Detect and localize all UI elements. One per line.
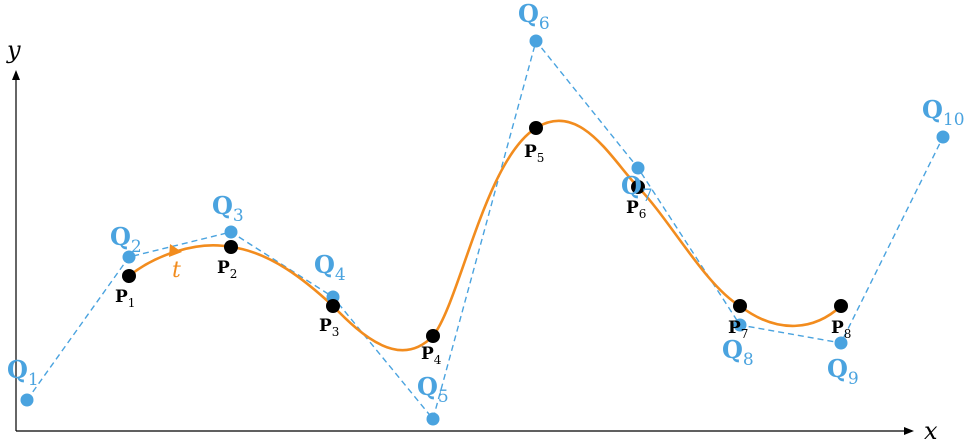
- curve-point-marker: [733, 299, 747, 313]
- curve-point-marker: [631, 180, 645, 194]
- control-point-marker: [426, 412, 440, 426]
- control-point-marker: [20, 393, 34, 407]
- control-point-label: Q10: [922, 95, 965, 130]
- control-point-label: Q6: [518, 0, 550, 34]
- curve-point-label: P4: [421, 344, 442, 367]
- curve-point-markers: [122, 121, 848, 343]
- control-point-marker: [122, 250, 136, 264]
- curve-point-marker: [224, 240, 238, 254]
- curve-point-marker: [122, 269, 136, 283]
- y-axis-label: y: [6, 36, 21, 64]
- curve-point-label: P3: [319, 316, 339, 339]
- control-point-marker: [224, 225, 238, 239]
- control-point-marker: [529, 34, 543, 48]
- control-point-label: Q9: [827, 354, 859, 389]
- parameter-label: t: [172, 258, 181, 283]
- curve-point-label: P5: [524, 142, 544, 165]
- control-point-labels: Q1 Q2 Q3 Q4 Q5 Q6 Q7 Q8 Q9 Q10: [7, 0, 965, 407]
- curve-point-marker: [834, 299, 848, 313]
- curve-point-label: P2: [217, 258, 237, 281]
- curve-point-label: P6: [626, 198, 646, 221]
- control-point-label: Q2: [110, 222, 142, 257]
- control-point-marker: [733, 318, 747, 332]
- parameter-arrow-icon: [169, 244, 182, 257]
- control-point-label: Q1: [7, 355, 39, 390]
- control-point-label: Q4: [314, 250, 346, 285]
- control-point-label: Q5: [417, 372, 449, 407]
- control-point-marker: [834, 336, 848, 350]
- curve-point-marker: [426, 329, 440, 343]
- curve-point-labels: P1 P2 P3 P4 P5 P6 P7 P8: [115, 142, 851, 367]
- control-point-marker: [631, 161, 645, 175]
- control-point-label: Q3: [212, 191, 244, 226]
- interpolating-curve: [128, 119, 842, 352]
- control-polygon: [26, 39, 944, 421]
- curve-point-label: P7: [728, 318, 748, 341]
- control-point-label: Q8: [722, 335, 754, 370]
- control-point-label: Q7: [621, 171, 653, 206]
- curve-point-marker: [326, 299, 340, 313]
- curve-point-label: P8: [831, 318, 851, 341]
- curve-point-marker: [529, 121, 543, 135]
- x-axis-label: x: [924, 417, 938, 445]
- curve-point-label: P1: [115, 287, 135, 310]
- control-point-marker: [936, 130, 950, 144]
